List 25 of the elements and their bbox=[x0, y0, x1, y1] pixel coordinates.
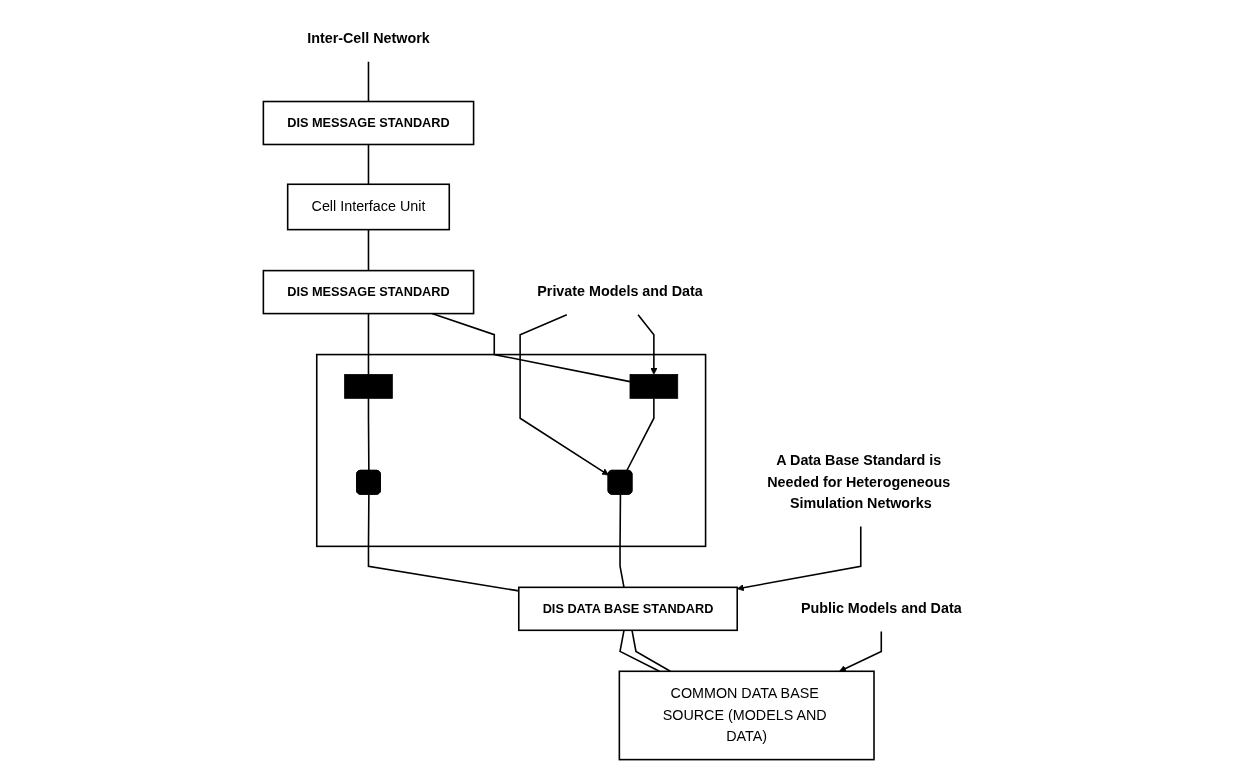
node-box: COMMON DATA BASE SOURCE (MODELS AND DATA) bbox=[618, 670, 875, 761]
cluster bbox=[315, 353, 707, 548]
connector bbox=[367, 312, 370, 376]
connector bbox=[367, 397, 370, 472]
arrow bbox=[736, 525, 862, 592]
connector bbox=[618, 629, 660, 673]
node-box bbox=[629, 374, 678, 399]
node-box: DIS MESSAGE STANDARD bbox=[262, 269, 475, 315]
node-text: Inter-Cell Network bbox=[306, 30, 430, 47]
connector bbox=[367, 143, 370, 186]
node-box: Cell Interface Unit bbox=[286, 183, 450, 231]
connector bbox=[367, 228, 370, 272]
connector bbox=[367, 60, 370, 103]
node-text: Private Models and Data bbox=[537, 283, 703, 300]
arrow bbox=[838, 630, 882, 672]
node-box bbox=[343, 374, 393, 399]
node-text: Public Models and Data bbox=[800, 600, 962, 617]
node-box: DIS MESSAGE STANDARD bbox=[262, 100, 475, 146]
connector bbox=[619, 493, 625, 589]
node-text: A Data Base Standard is Needed for Heterogeneous Simulation Networks bbox=[767, 452, 951, 512]
node-box: DIS DATA BASE STANDARD bbox=[517, 586, 738, 632]
connector bbox=[625, 397, 655, 472]
arrow bbox=[637, 314, 658, 375]
arrow bbox=[519, 314, 609, 476]
connector bbox=[631, 629, 671, 673]
